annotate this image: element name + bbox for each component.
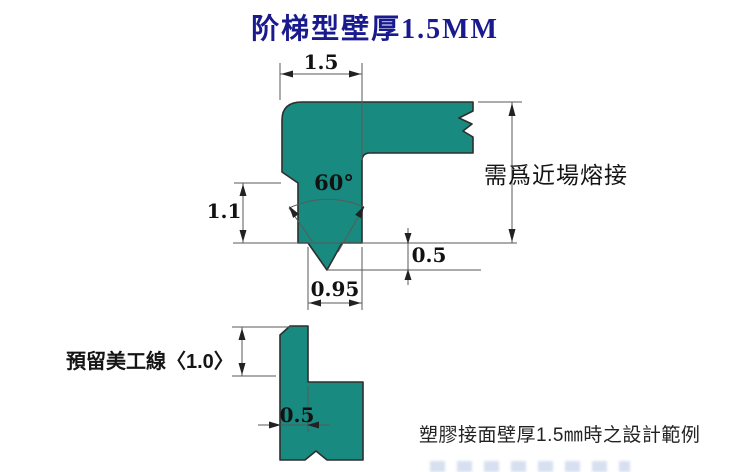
dim-tip-depth-arrows: [404, 233, 412, 280]
dim-label-notch-angle: 60°: [314, 170, 354, 195]
dim-label-wall-thickness: 0.5: [279, 403, 315, 427]
lower-section-shape: [279, 325, 364, 461]
dim-wall-arrows: [269, 421, 319, 429]
dim-reserve-arrows: [238, 328, 246, 375]
weld-note: 需爲近場熔接: [484, 162, 628, 188]
dim-top-width-arrows: [281, 70, 361, 78]
dim-label-top-width: 1.5: [303, 50, 339, 74]
dim-weld-zone-arrows: [508, 103, 516, 242]
design-example-caption: 塑膠接面壁厚1.5㎜時之設計範例: [419, 425, 701, 446]
page-title: 阶梯型壁厚1.5MM: [251, 14, 499, 45]
reserve-cosmetic-line-label: 預留美工線〈1.0〉: [66, 351, 234, 373]
dim-top-width-lines: [279, 63, 363, 160]
dim-angle-arrows: [289, 206, 364, 219]
dim-label-tip-depth: 0.5: [411, 243, 447, 267]
upper-section-shape: [281, 101, 474, 271]
dim-label-tip-width: 0.95: [310, 277, 360, 301]
dim-tip-width-arrows: [309, 299, 361, 307]
dim-label-left-height: 1.1: [206, 199, 242, 223]
dim-left-height-lines: [233, 182, 517, 244]
dim-weld-zone-lines: [478, 101, 522, 243]
dim-left-height-arrows: [239, 184, 247, 242]
cropped-text-fragment: [430, 461, 630, 472]
